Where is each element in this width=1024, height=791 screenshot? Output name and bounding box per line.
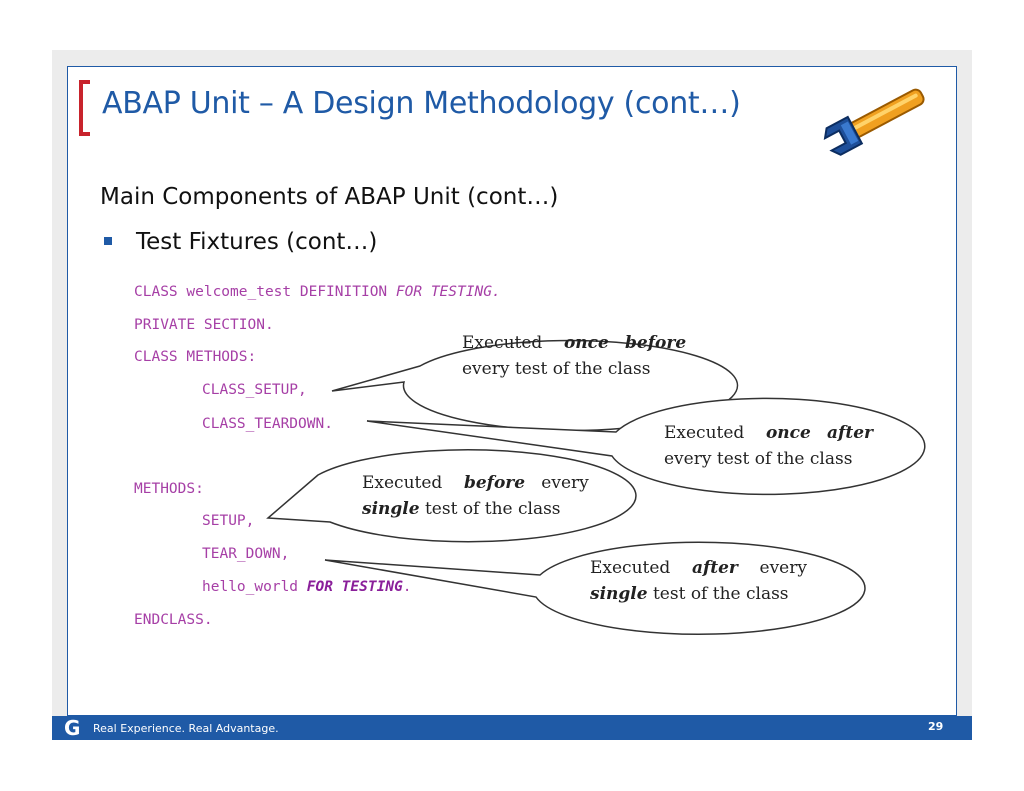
code-line-3: CLASS METHODS:	[134, 349, 257, 365]
code-keyword: FOR TESTING	[306, 579, 403, 595]
code-text: .	[402, 579, 412, 595]
callout-word: Executed	[462, 333, 543, 353]
code-keyword: FOR TESTING.	[395, 284, 501, 300]
code-line-1: CLASS welcome_test DEFINITION FOR TESTIN…	[134, 284, 501, 300]
code-line-10: ENDCLASS.	[134, 612, 213, 628]
callout-line: test of the class	[647, 584, 789, 604]
bullet-square-icon	[104, 237, 112, 245]
callout-word: single	[590, 584, 648, 604]
callout-4-text: Executed after every single test of the …	[590, 555, 807, 607]
page-number: 29	[928, 720, 944, 733]
callout-word: once	[563, 333, 609, 353]
wrench-icon	[823, 88, 925, 156]
title-bracket	[79, 80, 90, 136]
callout-word: Executed	[590, 558, 671, 578]
page-title: ABAP Unit – A Design Methodology (cont…)	[102, 86, 741, 121]
code-line-5: CLASS_TEARDOWN.	[202, 416, 333, 432]
callout-word: once	[765, 423, 811, 443]
code-text: hello_world	[202, 579, 307, 595]
callout-word: every	[759, 558, 807, 578]
code-line-4: CLASS_SETUP,	[202, 382, 307, 398]
callout-word: Executed	[362, 473, 443, 493]
callout-word: single	[362, 499, 420, 519]
company-logo-icon: G	[64, 716, 81, 740]
callout-1-text: Executed once before every test of the c…	[462, 330, 686, 382]
code-line-8: TEAR_DOWN,	[202, 546, 290, 562]
callout-line: every test of the class	[462, 359, 651, 379]
bullet-label: Test Fixtures (cont…)	[136, 229, 378, 255]
callout-word: before	[463, 473, 526, 493]
callout-2-text: Executed once after every test of the cl…	[664, 420, 873, 472]
callout-word: every	[541, 473, 589, 493]
callout-word: Executed	[664, 423, 745, 443]
code-line-7: SETUP,	[202, 513, 255, 529]
section-heading: Main Components of ABAP Unit (cont…)	[100, 184, 559, 210]
callout-bubble-4	[324, 541, 866, 635]
footer-tagline: Real Experience. Real Advantage.	[93, 722, 279, 735]
callout-line: every test of the class	[664, 449, 853, 469]
callout-word: after	[827, 423, 873, 443]
callout-bubble-3	[266, 449, 637, 543]
callout-line: test of the class	[419, 499, 561, 519]
code-line-6: METHODS:	[134, 481, 204, 497]
code-text: CLASS welcome_test DEFINITION	[134, 284, 396, 300]
code-line-9: hello_world FOR TESTING.	[202, 579, 412, 595]
callout-bubble-2	[366, 397, 926, 496]
callout-word: after	[691, 558, 738, 578]
callout-word: before	[625, 333, 687, 353]
callout-3-text: Executed before every single test of the…	[362, 470, 589, 522]
code-line-2: PRIVATE SECTION.	[134, 317, 274, 333]
footer-bar	[52, 716, 972, 740]
